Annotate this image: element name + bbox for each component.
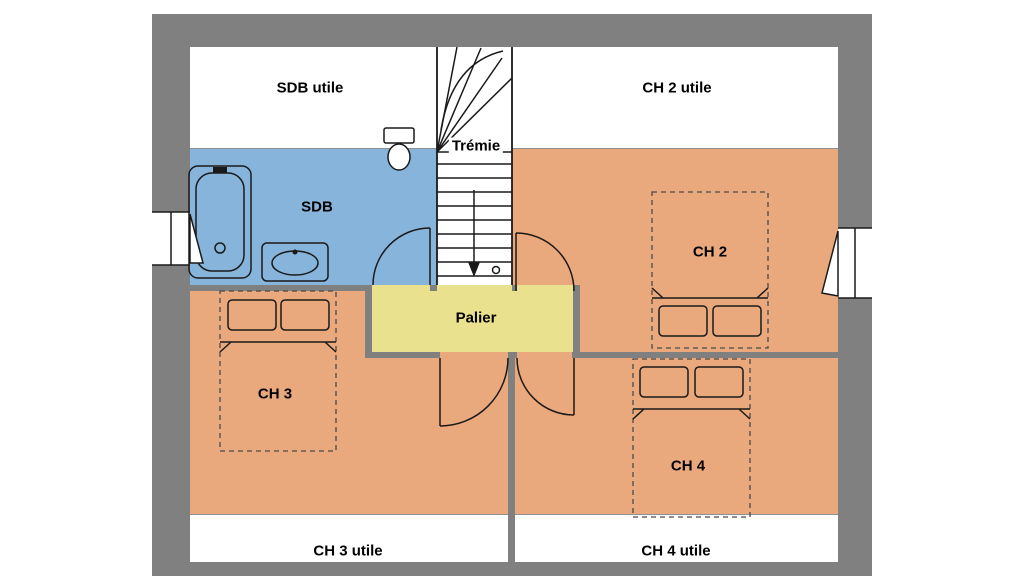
zone-ch2-utile bbox=[512, 47, 838, 148]
wall-sdb-ch3 bbox=[190, 285, 372, 291]
door-swing-arc bbox=[439, 357, 509, 427]
wall-palier-left bbox=[365, 285, 372, 358]
casement-leaf bbox=[821, 230, 839, 297]
door-ch4 bbox=[516, 357, 575, 416]
wall-palier-bottom-right bbox=[572, 352, 580, 358]
casement-leaf bbox=[189, 213, 204, 264]
bathtub bbox=[188, 165, 252, 279]
winder-curve bbox=[440, 50, 504, 131]
label-palier: Palier bbox=[455, 309, 497, 327]
wall-palier-topright-jamb1 bbox=[512, 285, 517, 291]
zone-ch3-utile bbox=[190, 515, 508, 562]
label-ch3: CH 3 bbox=[257, 385, 293, 403]
staircase bbox=[436, 46, 513, 285]
bowl bbox=[387, 143, 411, 171]
label-ch2: CH 2 bbox=[692, 243, 728, 261]
blanket-line bbox=[651, 287, 769, 299]
door-swing-arc bbox=[516, 357, 575, 416]
tap bbox=[292, 249, 298, 255]
window-left bbox=[152, 211, 204, 266]
newel-post bbox=[491, 265, 501, 275]
door-swing-arc bbox=[515, 232, 575, 292]
wall-ch2-ch4 bbox=[580, 352, 838, 358]
room-ch4 bbox=[512, 352, 838, 515]
door-ch3 bbox=[439, 357, 509, 427]
wall-right-lower bbox=[838, 298, 872, 576]
window-right bbox=[821, 227, 872, 299]
label-sdb-utile: SDB utile bbox=[276, 79, 344, 97]
label-tremie: Trémie bbox=[448, 137, 504, 155]
wall-sdb-door-jamb bbox=[430, 285, 437, 291]
drain bbox=[214, 242, 226, 254]
bed-ch4 bbox=[632, 358, 751, 518]
stair-down-arrow bbox=[468, 262, 480, 277]
pillow bbox=[639, 366, 689, 398]
zone-ch4-utile bbox=[515, 515, 838, 562]
height-limit-line bbox=[190, 148, 437, 149]
room-sdb bbox=[190, 148, 437, 285]
pillow bbox=[280, 299, 330, 331]
wall-bottom bbox=[152, 562, 872, 576]
wall-ch3-ch4 bbox=[508, 352, 515, 562]
label-ch4: CH 4 bbox=[670, 457, 706, 475]
door-ch2 bbox=[515, 232, 575, 292]
label-ch3-utile: CH 3 utile bbox=[313, 542, 383, 560]
pillow bbox=[694, 366, 744, 398]
faucet bbox=[213, 167, 227, 173]
bed-ch3 bbox=[219, 290, 337, 452]
wall-palier-bottom-left bbox=[365, 352, 440, 358]
label-ch4-utile: CH 4 utile bbox=[641, 542, 711, 560]
wall-left-upper bbox=[152, 14, 190, 212]
winder-steps bbox=[436, 46, 513, 153]
pillow bbox=[712, 305, 762, 337]
wall-palier-right bbox=[573, 285, 580, 358]
sink bbox=[261, 242, 329, 282]
pillow bbox=[658, 305, 708, 337]
height-limit-line bbox=[512, 148, 838, 149]
cistern bbox=[383, 127, 415, 144]
blanket-line bbox=[219, 341, 337, 353]
bed-ch2 bbox=[651, 191, 769, 349]
door-swing-arc bbox=[372, 227, 431, 286]
blanket-line bbox=[632, 408, 751, 420]
toilet bbox=[383, 127, 415, 171]
wall-right-upper bbox=[838, 14, 872, 228]
label-ch2-utile: CH 2 utile bbox=[642, 79, 712, 97]
wall-top bbox=[152, 14, 872, 47]
label-sdb: SDB bbox=[301, 198, 333, 216]
wall-left-lower bbox=[152, 265, 190, 576]
pillow bbox=[227, 299, 277, 331]
door-sdb bbox=[372, 227, 431, 286]
room-palier bbox=[370, 285, 580, 352]
